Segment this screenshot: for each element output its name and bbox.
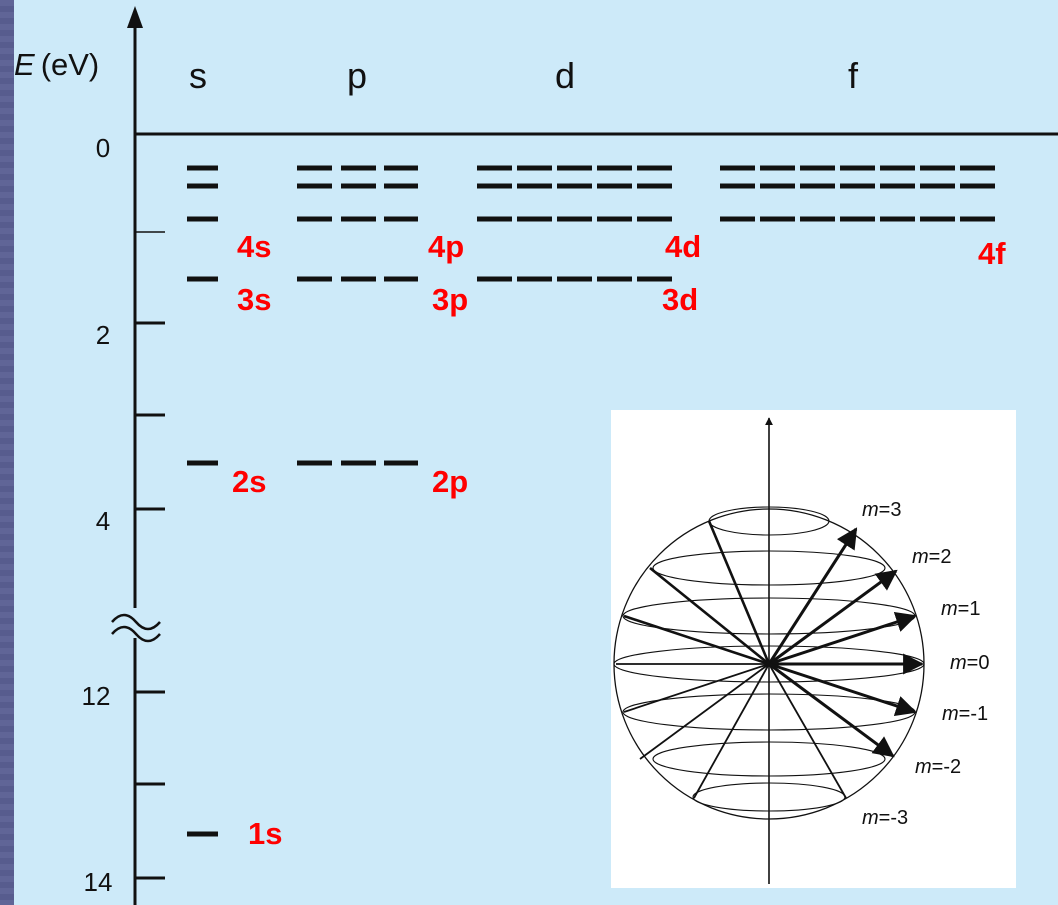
- n5-plus-levels: [187, 165, 995, 189]
- tick-label-2: 2: [96, 320, 110, 350]
- tick-label-4: 4: [96, 506, 110, 536]
- m-label-minus-1: m=-1: [942, 703, 988, 725]
- axis-break-icon: [111, 608, 161, 643]
- m-label-minus-3: m=-3: [862, 807, 908, 829]
- level-label-4s: 4s: [237, 229, 271, 264]
- m-label-2: m=2: [912, 546, 951, 568]
- axis-arrow-icon: [127, 6, 143, 28]
- tick-label-0: 0: [96, 133, 110, 163]
- axis-title: E(eV): [14, 47, 99, 82]
- level-label-3s: 3s: [237, 282, 271, 317]
- level-label-2p: 2p: [432, 464, 468, 499]
- column-header-d: d: [555, 55, 575, 96]
- level-label-3d: 3d: [662, 282, 698, 317]
- tick-label-12: 12: [82, 681, 111, 711]
- m-label-0: m=0: [950, 652, 989, 674]
- column-header-p: p: [347, 55, 367, 96]
- column-header-s: s: [189, 55, 207, 96]
- m-label-1: m=1: [941, 598, 980, 620]
- m-label-3: m=3: [862, 499, 901, 521]
- m-quantization-inset: m=3 m=2 m=1 m=0 m=-1 m=-2 m=-3: [611, 410, 1016, 888]
- level-label-3p: 3p: [432, 282, 468, 317]
- level-label-4d: 4d: [665, 229, 701, 264]
- level-label-4p: 4p: [428, 229, 464, 264]
- axis-symbol: E: [14, 47, 35, 82]
- level-label-1s: 1s: [248, 816, 282, 851]
- m-label-minus-2: m=-2: [915, 756, 961, 778]
- column-header-f: f: [848, 55, 859, 96]
- level-label-4f: 4f: [978, 236, 1006, 271]
- level-label-2s: 2s: [232, 464, 266, 499]
- tick-label-14: 14: [84, 867, 113, 897]
- axis-unit: (eV): [41, 47, 100, 82]
